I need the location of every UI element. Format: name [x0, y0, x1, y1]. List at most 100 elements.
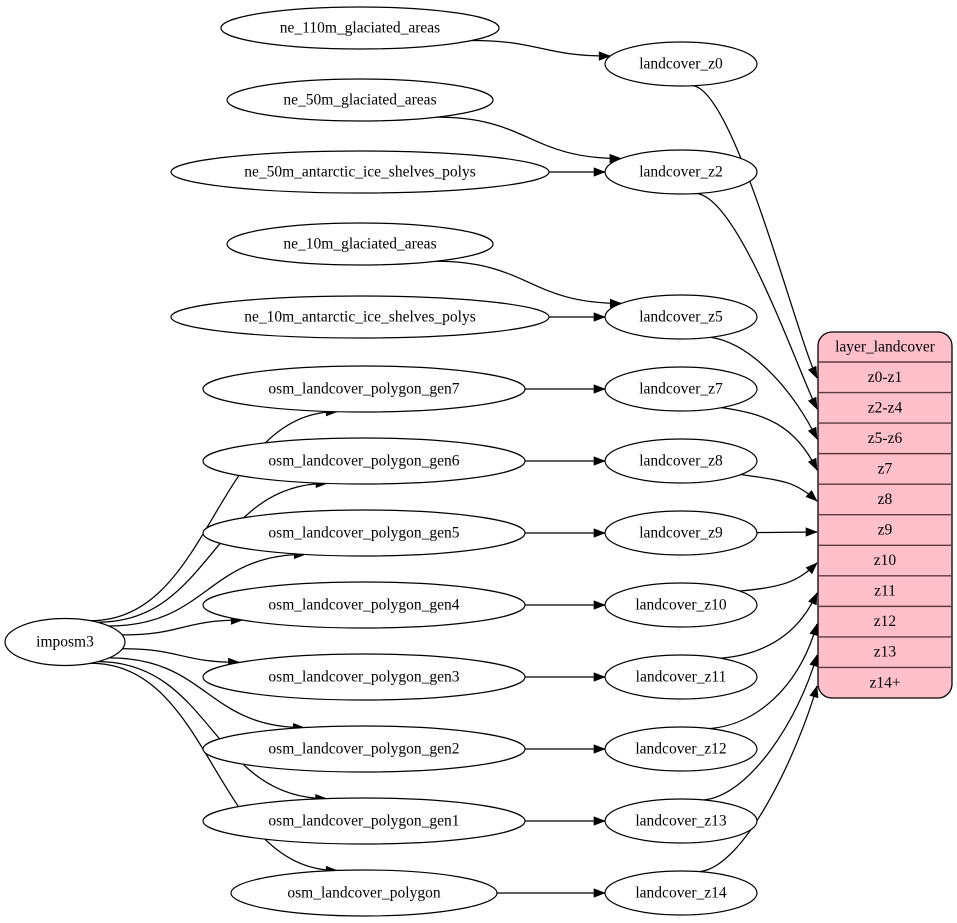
- node-ne_50m_antarctic_ice_shelves_polys[interactable]: ne_50m_antarctic_ice_shelves_polys: [170, 150, 550, 194]
- table-row-z7[interactable]: z7: [818, 454, 952, 485]
- arrowhead-osm_landcover_polygon_gen6-to-landcover_z8: [593, 456, 606, 466]
- node-label: osm_landcover_polygon_gen4: [268, 597, 459, 614]
- node-imposm3[interactable]: imposm3: [4, 617, 126, 667]
- node-landcover_z11[interactable]: landcover_z11: [604, 654, 758, 700]
- node-label: landcover_z10: [635, 597, 726, 614]
- view-node-ellipse: [604, 726, 758, 772]
- node-ne_110m_glaciated_areas[interactable]: ne_110m_glaciated_areas: [220, 6, 500, 50]
- table-cell-label: z9: [878, 522, 893, 539]
- node-label: ne_10m_antarctic_ice_shelves_polys: [244, 309, 476, 326]
- table-cell-label: z0-z1: [868, 369, 902, 386]
- node-landcover_z2[interactable]: landcover_z2: [604, 149, 758, 195]
- view-node-ellipse: [604, 366, 758, 412]
- source-node-ellipse: [202, 725, 526, 773]
- arrowhead-landcover_z10-to-z10: [805, 562, 818, 575]
- edge-landcover_z8-to-z8: [740, 473, 818, 502]
- node-label: landcover_z12: [635, 741, 726, 758]
- node-landcover_z8[interactable]: landcover_z8: [604, 438, 758, 484]
- arrowhead-osm_landcover_polygon_gen5-to-landcover_z9: [593, 528, 606, 538]
- table-cell-label: z7: [878, 460, 893, 477]
- node-osm_landcover_polygon_gen6[interactable]: osm_landcover_polygon_gen6: [202, 437, 526, 485]
- table-row-z8[interactable]: z8: [818, 484, 952, 515]
- arrowhead-landcover_z0-to-z0-z1: [807, 365, 818, 379]
- source-node-ellipse: [226, 222, 494, 266]
- table-cell-label: z10: [874, 552, 897, 569]
- arrowhead-ne_110m_glaciated_areas-to-landcover_z0: [598, 51, 611, 61]
- view-node-ellipse: [604, 294, 758, 340]
- table-cell-label: z8: [878, 491, 893, 508]
- node-osm_landcover_polygon_gen1[interactable]: osm_landcover_polygon_gen1: [202, 797, 526, 845]
- node-landcover_z10[interactable]: landcover_z10: [604, 582, 758, 628]
- source-node-ellipse: [202, 365, 526, 413]
- table-row-z13[interactable]: z13: [818, 637, 952, 668]
- node-label: landcover_z0: [639, 56, 723, 73]
- table-row-z9[interactable]: z9: [818, 515, 952, 546]
- table-row-z0-z1[interactable]: z0-z1: [818, 362, 952, 393]
- arrowhead-landcover_z2-to-z2-z4: [807, 396, 818, 410]
- source-node-ellipse: [226, 78, 494, 122]
- arrowhead-ne_50m_antarctic_ice_shelves_polys-to-landcover_z2: [593, 167, 606, 177]
- node-label: landcover_z5: [639, 309, 723, 326]
- node-landcover_z14[interactable]: landcover_z14: [604, 870, 758, 916]
- edge-landcover_z13-to-z13: [703, 654, 818, 801]
- edge-imposm3-to-osm_landcover_polygon_gen7: [90, 411, 338, 622]
- node-osm_landcover_polygon_gen5[interactable]: osm_landcover_polygon_gen5: [202, 509, 526, 557]
- layer-landcover-table: layer_landcoverz0-z1z2-z4z5-z6z7z8z9z10z…: [817, 331, 953, 699]
- node-ne_10m_antarctic_ice_shelves_polys[interactable]: ne_10m_antarctic_ice_shelves_polys: [170, 295, 550, 339]
- edge-landcover_z11-to-z11: [720, 592, 818, 659]
- edge-imposm3-to-osm_landcover_polygon_gen6: [97, 482, 328, 623]
- node-landcover_z5[interactable]: landcover_z5: [604, 294, 758, 340]
- node-label: osm_landcover_polygon_gen7: [268, 381, 459, 398]
- node-ne_10m_glaciated_areas[interactable]: ne_10m_glaciated_areas: [226, 222, 494, 266]
- node-label: osm_landcover_polygon_gen2: [268, 741, 459, 758]
- table-row-z14+[interactable]: z14+: [818, 667, 952, 698]
- arrowhead-landcover_z7-to-z7: [807, 457, 818, 471]
- table-row-z11[interactable]: z11: [818, 576, 952, 607]
- node-landcover_z7[interactable]: landcover_z7: [604, 366, 758, 412]
- source-node-ellipse: [4, 617, 126, 667]
- node-ne_50m_glaciated_areas[interactable]: ne_50m_glaciated_areas: [226, 78, 494, 122]
- node-landcover_z13[interactable]: landcover_z13: [604, 798, 758, 844]
- node-label: osm_landcover_polygon: [287, 885, 441, 902]
- edge-ne_10m_glaciated_areas-to-landcover_z5: [435, 260, 622, 305]
- arrowhead-landcover_z9-to-z9: [805, 527, 818, 537]
- node-osm_landcover_polygon_gen4[interactable]: osm_landcover_polygon_gen4: [202, 581, 526, 629]
- table-row-z12[interactable]: z12: [818, 606, 952, 637]
- view-node-ellipse: [604, 870, 758, 916]
- node-landcover_z9[interactable]: landcover_z9: [604, 510, 758, 556]
- arrowhead-osm_landcover_polygon_gen7-to-landcover_z7: [593, 384, 606, 394]
- node-label: osm_landcover_polygon_gen6: [268, 453, 459, 470]
- edge-imposm3-to-osm_landcover_polygon_gen3: [122, 648, 240, 664]
- edge-landcover_z2-to-z2-z4: [696, 192, 818, 410]
- node-osm_landcover_polygon_gen7[interactable]: osm_landcover_polygon_gen7: [202, 365, 526, 413]
- view-node-ellipse: [604, 654, 758, 700]
- source-node-ellipse: [170, 150, 550, 194]
- arrowhead-osm_landcover_polygon_gen2-to-landcover_z12: [593, 744, 606, 754]
- edge-landcover_z14-to-z14+: [699, 685, 818, 873]
- node-label: landcover_z2: [639, 164, 723, 181]
- arrowhead-landcover_z8-to-z8: [805, 489, 818, 502]
- table-row-z10[interactable]: z10: [818, 545, 952, 576]
- node-osm_landcover_polygon[interactable]: osm_landcover_polygon: [230, 869, 498, 917]
- node-osm_landcover_polygon_gen2[interactable]: osm_landcover_polygon_gen2: [202, 725, 526, 773]
- arrowhead-landcover_z13-to-z13: [809, 654, 819, 668]
- edge-ne_50m_glaciated_areas-to-landcover_z2: [436, 116, 621, 160]
- table-row-z5-z6[interactable]: z5-z6: [818, 423, 952, 454]
- node-label: osm_landcover_polygon_gen3: [268, 669, 459, 686]
- table-row-z2-z4[interactable]: z2-z4: [818, 393, 952, 424]
- edge-imposm3-to-osm_landcover_polygon_gen2: [109, 657, 305, 729]
- node-landcover_z12[interactable]: landcover_z12: [604, 726, 758, 772]
- node-label: imposm3: [36, 634, 94, 651]
- node-osm_landcover_polygon_gen3[interactable]: osm_landcover_polygon_gen3: [202, 653, 526, 701]
- arrowhead-landcover_z11-to-z11: [808, 592, 818, 606]
- source-node-ellipse: [202, 437, 526, 485]
- table-cell-label: z2-z4: [868, 399, 903, 416]
- arrowhead-landcover_z5-to-z5-z6: [807, 426, 818, 440]
- arrowhead-ne_10m_antarctic_ice_shelves_polys-to-landcover_z5: [593, 312, 606, 322]
- node-landcover_z0[interactable]: landcover_z0: [604, 41, 758, 87]
- node-label: landcover_z11: [636, 669, 727, 686]
- node-label: landcover_z9: [639, 525, 723, 542]
- edge-ne_110m_glaciated_areas-to-landcover_z0: [471, 39, 611, 57]
- source-node-ellipse: [170, 295, 550, 339]
